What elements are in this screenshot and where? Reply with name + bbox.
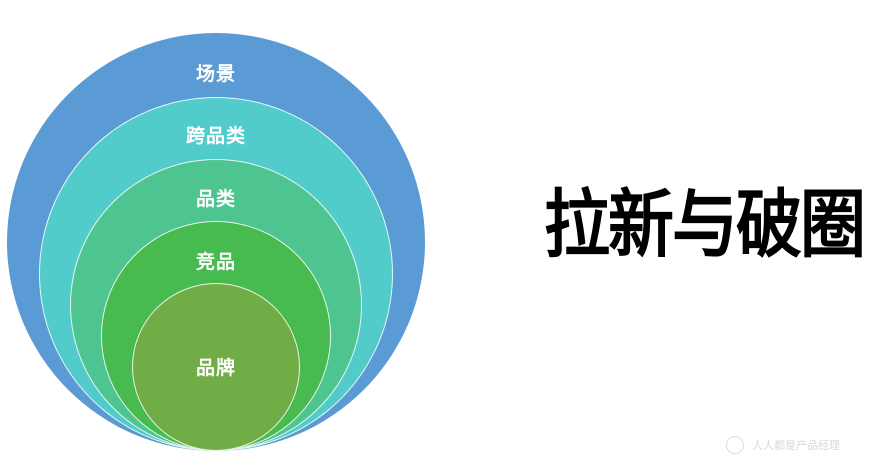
nested-circle-diagram: 场景 跨品类 品类 竞品 品牌 (0, 0, 440, 451)
ring-label-competitor: 竞品 (195, 251, 236, 273)
watermark-text: 人人都是产品经理 (752, 439, 840, 452)
ring-label-cross-category: 跨品类 (185, 125, 246, 147)
watermark: 人人都是产品经理 (726, 436, 840, 454)
ring-label-scene: 场景 (195, 63, 236, 85)
slide-title: 拉新与破圈 (544, 180, 866, 268)
wechat-icon (726, 436, 744, 454)
ring-label-brand: 品牌 (195, 357, 236, 379)
ring-label-category: 品类 (195, 188, 236, 210)
ring-brand (132, 283, 300, 451)
